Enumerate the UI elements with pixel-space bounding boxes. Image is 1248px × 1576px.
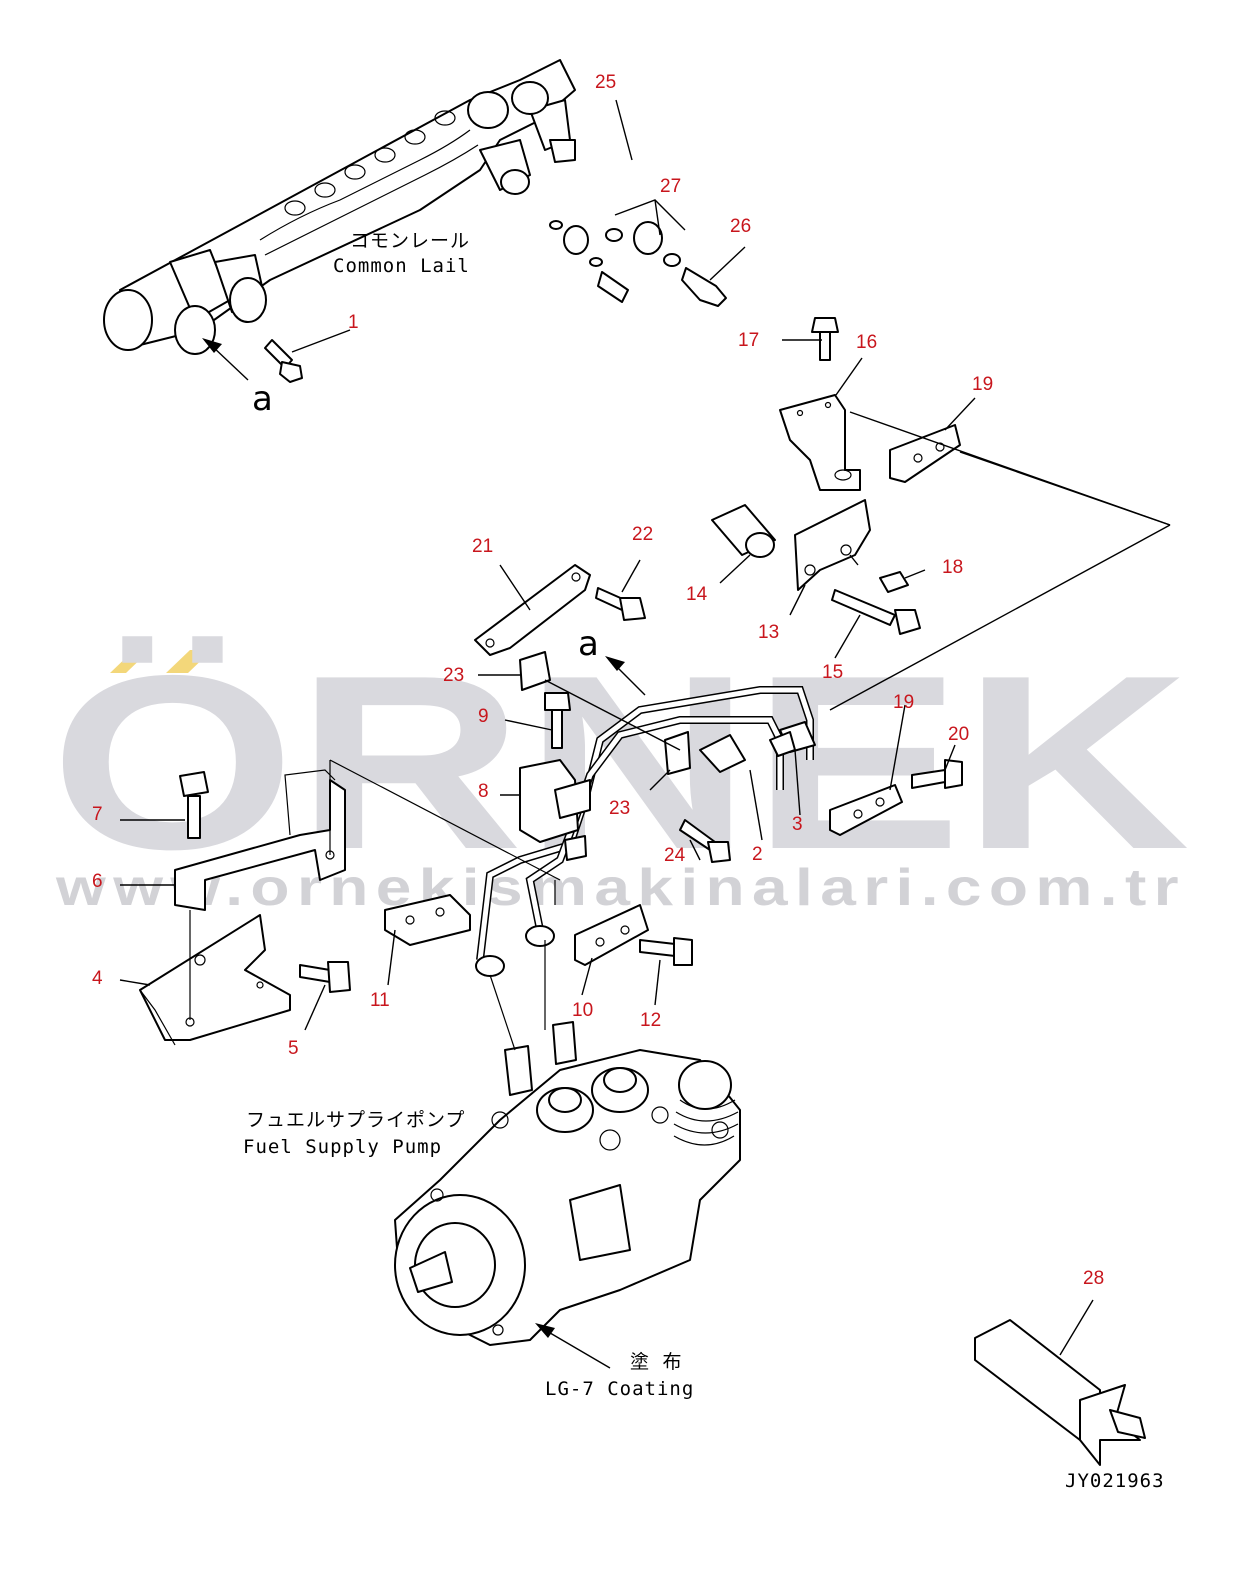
fuel-pipes [475,686,816,977]
callout-28: 28 [1083,1268,1104,1289]
view-arrow-a-mid [605,656,646,696]
drawing-number: JY021963 [1065,1470,1165,1492]
watermark-umlaut-left [110,650,150,673]
callout-19-upper: 19 [972,374,993,395]
tool-28 [974,1319,1146,1466]
watermark-umlaut-right [166,650,212,673]
bolt-7 [179,771,209,839]
callout-5: 5 [288,1038,299,1059]
view-label-a-mid: a [578,624,599,664]
view-label-a-top: a [252,379,273,419]
callout-7: 7 [92,804,103,825]
caption-supply-pump-jp: フュエルサプライポンプ [246,1109,465,1131]
caption-supply-pump-en: Fuel Supply Pump [243,1136,442,1158]
callout-4: 4 [92,968,103,989]
caption-coating-en: LG-7 Coating [545,1378,694,1400]
caption-common-rail-jp: コモンレール [350,230,470,252]
bolt-24 [679,819,731,863]
callout-3: 3 [792,814,803,835]
bolt-5 [299,961,351,993]
callout-21: 21 [472,536,493,557]
pipe-25-assembly [549,147,727,307]
callout-1: 1 [348,312,359,333]
bolt-20 [911,759,963,789]
callout-9: 9 [478,706,489,727]
clamp-10 [574,904,649,966]
callout-20: 20 [948,724,969,745]
callout-24: 24 [664,845,686,866]
callout-15: 15 [822,662,843,683]
clamp-19-lower [829,784,903,836]
bracket-13 [794,499,871,591]
clamp-23-upper [519,651,551,691]
callout-numbers: 1 2 3 4 5 6 7 8 9 10 11 12 13 14 15 16 1… [92,72,1104,1289]
callout-22: 22 [632,524,653,545]
bolt-12 [639,937,693,966]
bolt-22 [595,587,646,621]
captions: コモンレール Common Lail フュエルサプライポンプ Fuel Supp… [243,230,1165,1492]
callout-27: 27 [660,176,681,197]
bracket-16 [779,394,861,491]
callout-25: 25 [595,72,616,93]
leader-lines [119,99,1171,1369]
callout-14: 14 [686,584,708,605]
nut-18 [879,571,909,593]
bolt-17 [811,317,839,361]
callout-17: 17 [738,330,759,351]
fuel-supply-pump [394,1021,741,1346]
clamp-23-lower [664,731,691,775]
callout-12: 12 [640,1010,661,1031]
callout-16: 16 [856,332,877,353]
clip-8 [519,759,591,861]
bolt-9 [544,692,571,749]
callout-23-upper: 23 [443,665,464,686]
view-arrow-a-top [202,338,249,381]
spacer-14 [711,504,776,558]
clamp-11 [384,894,471,946]
callout-2: 2 [752,844,763,865]
clamp-19-upper [889,424,961,483]
callout-11: 11 [370,990,390,1011]
caption-coating-jp: 塗 布 [630,1350,682,1373]
callout-18: 18 [942,557,963,578]
callout-8: 8 [478,781,489,802]
bolt-15 [831,589,921,635]
callout-23-lower: 23 [609,798,630,819]
bolt-1 [264,339,303,383]
bracket-4 [139,914,291,1046]
callout-13: 13 [758,622,779,643]
caption-common-rail-en: Common Lail [333,255,470,277]
callout-10: 10 [572,1000,593,1021]
callout-26: 26 [730,216,751,237]
bracket-21 [474,564,591,656]
callout-19-lower: 19 [893,692,914,713]
common-rail [103,59,576,355]
callout-6: 6 [92,871,103,892]
